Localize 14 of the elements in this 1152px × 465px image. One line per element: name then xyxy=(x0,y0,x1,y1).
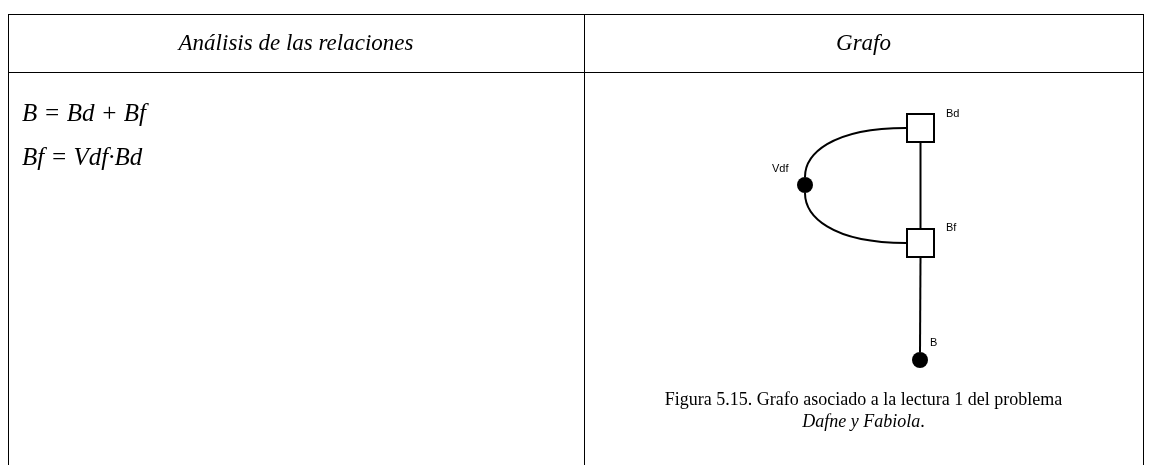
equation: Bf = Vdf·Bd xyxy=(22,142,144,172)
graph-edge xyxy=(804,192,907,244)
graph-edge xyxy=(804,127,907,178)
node-label: Vdf xyxy=(772,162,789,175)
vertex-square xyxy=(906,113,935,143)
vertex-square xyxy=(906,228,935,258)
graph-edge xyxy=(919,257,922,353)
graph-edge xyxy=(919,142,922,229)
column-header: Análisis de las relaciones xyxy=(178,28,414,57)
node-label: Bf xyxy=(946,221,957,234)
node-label: Bd xyxy=(946,107,960,120)
column-header: Grafo xyxy=(836,28,891,57)
figure-caption: Figura 5.15. Grafo asociado a la lectura 1 del problema Dafne y Fabiola. xyxy=(663,388,1064,432)
node-label: B xyxy=(930,336,938,349)
